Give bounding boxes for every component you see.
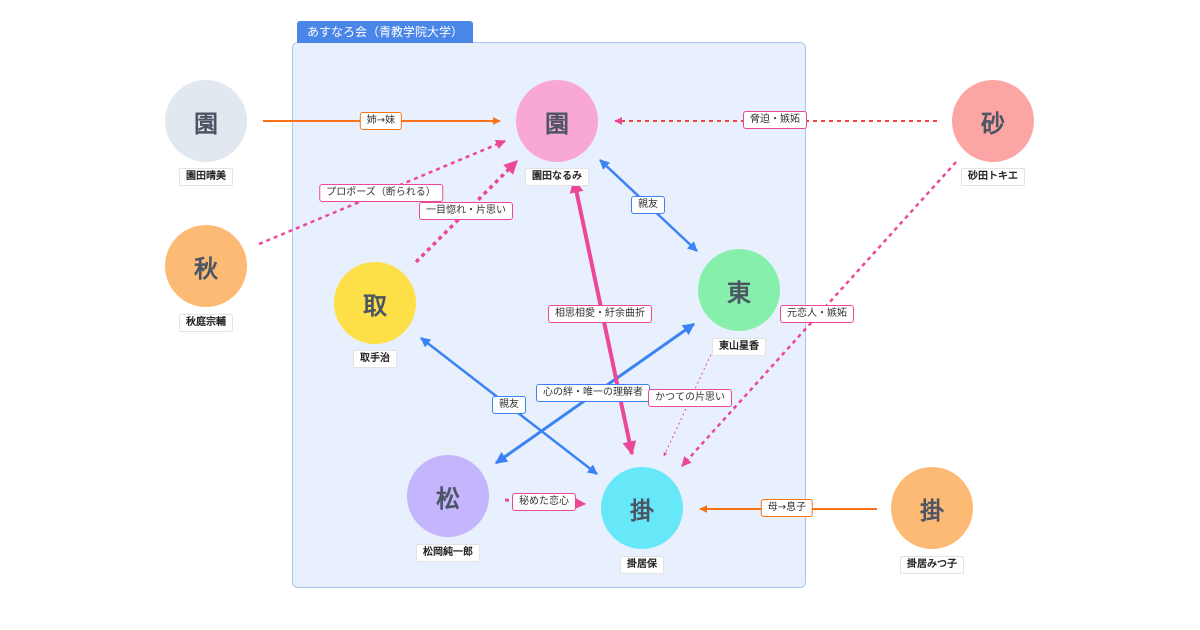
- edge-ex-lover-label: 元恋人・嫉妬: [780, 305, 854, 323]
- node-torite[interactable]: 取: [334, 262, 416, 344]
- node-label-akiba: 秋庭宗輔: [179, 314, 233, 332]
- node-label-matsuoka: 松岡純一郎: [416, 544, 480, 562]
- node-label-torite: 取手治: [353, 350, 397, 368]
- node-label-sono-narumi: 園田なるみ: [525, 168, 589, 186]
- node-higashiyama[interactable]: 東: [698, 249, 780, 331]
- edge-past-crush-label: かつての片思い: [648, 389, 732, 407]
- node-label-higashiyama: 東山星香: [712, 338, 766, 356]
- edge-proposal-label: プロポーズ（断られる）: [319, 184, 443, 202]
- edge-crush-label: 一目惚れ・片思い: [419, 202, 513, 220]
- node-label-kakei-mitsuko: 掛居みつ子: [900, 556, 964, 574]
- node-akiba[interactable]: 秋: [165, 225, 247, 307]
- edge-threat-label: 脅迫・嫉妬: [743, 111, 807, 129]
- edge-mother-label: 母→息子: [760, 499, 814, 517]
- edge-bond-label: 心の絆・唯一の理解者: [536, 384, 650, 402]
- edge-secret-love-label: 秘めた恋心: [512, 493, 576, 511]
- node-kakei[interactable]: 掛: [601, 467, 683, 549]
- node-sono-narumi[interactable]: 園: [516, 80, 598, 162]
- group-title: あすなろ会（青教学院大学）: [297, 21, 474, 43]
- node-sunada[interactable]: 砂: [952, 80, 1034, 162]
- node-kakei-mitsuko[interactable]: 掛: [891, 467, 973, 549]
- node-matsuoka[interactable]: 松: [407, 455, 489, 537]
- edge-sister-label: 姉→妹: [359, 112, 403, 130]
- edge-best-friend-1-label: 親友: [631, 196, 665, 214]
- node-sono-haruyoshi[interactable]: 園: [165, 80, 247, 162]
- edge-mutual-love-label: 相思相愛・紆余曲折: [548, 305, 652, 323]
- node-label-kakei: 掛居保: [620, 556, 664, 574]
- node-label-sono-haruyoshi: 園田晴美: [179, 168, 233, 186]
- edge-best-friend-2-label: 親友: [492, 396, 526, 414]
- node-label-sunada: 砂田トキエ: [961, 168, 1025, 186]
